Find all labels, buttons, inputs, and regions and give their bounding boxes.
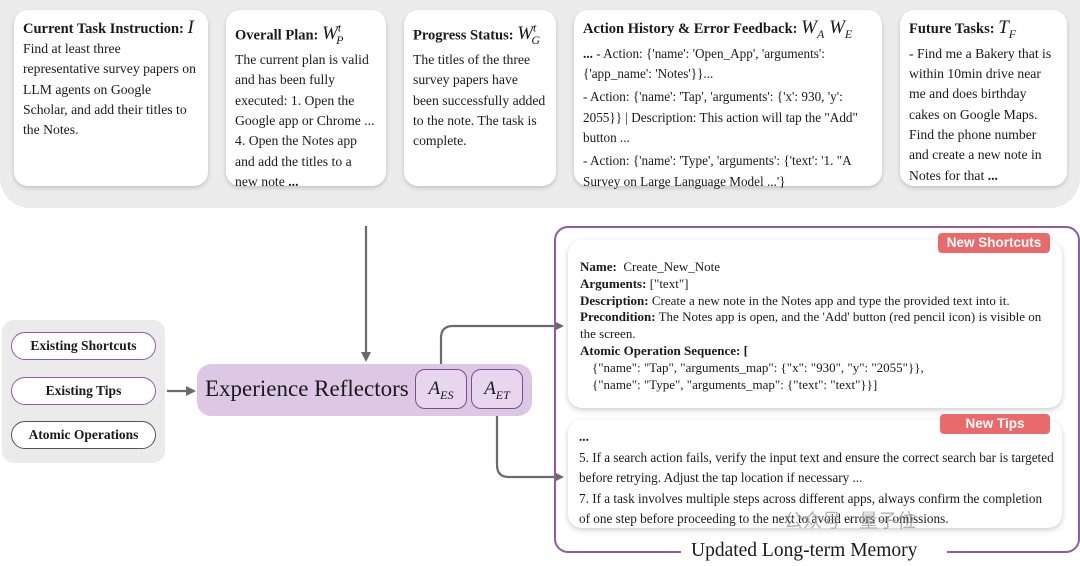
atomic-operations-box: Atomic Operations [11, 421, 156, 449]
overall-plan-card: Overall Plan: WtP The current plan is va… [226, 10, 386, 189]
shortcut-definition: Name: Create_New_Note Arguments: ["text"… [580, 259, 1042, 392]
future-tasks-title: Future Tasks: TF [909, 17, 1017, 41]
arrow-to-new-shortcuts [439, 321, 564, 368]
current-task-card: Current Task Instruction: I Find at leas… [14, 10, 208, 186]
history-line-type: - Action: {'name': 'Type', 'arguments': … [583, 153, 851, 189]
new-shortcuts-tag: New Shortcuts [938, 233, 1050, 253]
experience-reflectors-label: Experience Reflectors [205, 376, 409, 401]
task-symbol: I [187, 17, 194, 38]
current-task-title: Current Task Instruction: I [23, 17, 194, 38]
long-term-memory-label: Updated Long-term Memory [691, 540, 918, 561]
overall-plan-text: The current plan is valid and has been f… [235, 52, 375, 189]
overall-plan-title: Overall Plan: WtP [235, 21, 344, 48]
current-task-text: Find at least three representative surve… [23, 41, 196, 138]
new-shortcuts-card [568, 240, 1062, 408]
existing-tips-box: Existing Tips [11, 377, 156, 405]
shortcut-reflector-box: AES [415, 369, 467, 409]
progress-status-card: Progress Status: WtG The titles of the t… [404, 10, 556, 186]
tip-5: 5. If a search action fails, verify the … [579, 450, 1054, 485]
future-tasks-card: Future Tasks: TF - Find me a Bakery that… [900, 10, 1067, 186]
action-history-card: Action History & Error Feedback: WA WE .… [574, 10, 882, 189]
action-history-title: Action History & Error Feedback: WA WE [583, 17, 853, 41]
progress-status-title: Progress Status: WtG [413, 21, 541, 48]
tip-reflector-box: AET [471, 369, 523, 409]
progress-status-text: The titles of the three survey papers ha… [413, 52, 546, 149]
arrow-to-new-tips [495, 412, 564, 482]
wechat-watermark: 公众号 · 量子位 [784, 510, 917, 532]
tips-list: ... 5. If a search action fails, verify … [579, 427, 1055, 529]
history-line-tap: - Action: {'name': 'Tap', 'arguments': {… [583, 89, 858, 145]
existing-shortcuts-box: Existing Shortcuts [11, 332, 156, 360]
future-tasks-text: - Find me a Bakery that is within 10min … [909, 45, 1052, 183]
tip-7: 7. If a task involves multiple steps acr… [579, 491, 1043, 526]
history-line-open-app: ... - Action: {'name': 'Open_App', 'argu… [583, 45, 825, 82]
new-tips-card [568, 420, 1062, 528]
new-tips-tag: New Tips [940, 414, 1050, 434]
